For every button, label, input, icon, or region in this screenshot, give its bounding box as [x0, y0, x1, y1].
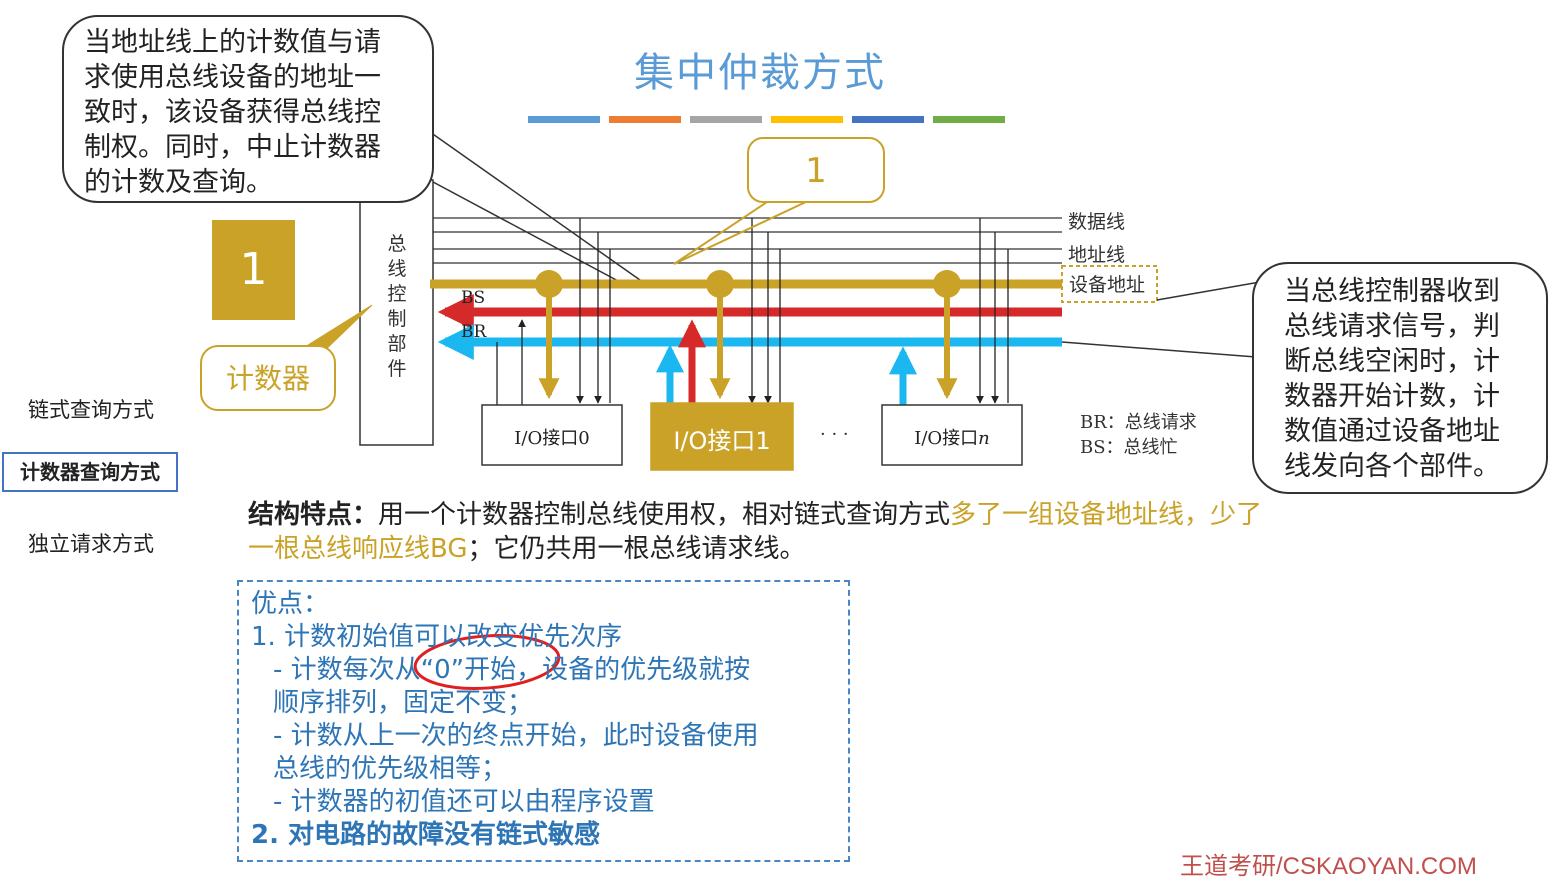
- controller-char-3: 控: [387, 283, 407, 305]
- right-callout-line-6: 线发向各个部件。: [1284, 451, 1500, 482]
- left-callout: 当地址线上的计数值与请 求使用总线设备的地址一 致时，该设备获得总线控 制权。同…: [62, 15, 434, 203]
- advantages-box: 优点： 1. 计数初始值可以改变优先次序 - 计数每次从“0”开始，设备的优先级…: [237, 580, 850, 862]
- device-address-box: [1061, 265, 1158, 303]
- advantages-heading: 优点：: [251, 589, 330, 619]
- device1-wires: [748, 218, 781, 404]
- page-title: 集中仲裁方式: [634, 50, 886, 96]
- controller-char-1: 总: [387, 233, 407, 255]
- title-stripe-5: [852, 116, 924, 123]
- bs-label: BS: [461, 288, 486, 308]
- controller-char-6: 件: [387, 358, 407, 380]
- left-callout-line-1: 当地址线上的计数值与请: [84, 27, 381, 58]
- deviceN-wires: [976, 218, 1009, 404]
- title-stripe-1: [528, 116, 600, 123]
- red-annotation-circle: [413, 634, 561, 690]
- right-callout: 当总线控制器收到 总线请求信号，判 断总线空闲时，计 数器开始计数，计 数值通过…: [1252, 262, 1548, 494]
- left-callout-line-5: 的计数及查询。: [84, 167, 273, 198]
- right-callout-line-5: 数值通过设备地址: [1284, 416, 1500, 447]
- right-callout-line-1: 当总线控制器收到: [1284, 276, 1500, 307]
- value-callout-pointer: [673, 199, 811, 265]
- data-line-label: 数据线: [1068, 211, 1126, 233]
- left-callout-pointer: [419, 124, 641, 283]
- counter-label: 计数器: [200, 345, 336, 411]
- legend-br: BR：总线请求: [1080, 412, 1197, 433]
- controller-char-4: 制: [387, 308, 407, 330]
- io-interface-n-prefix: I/O接口: [914, 428, 979, 449]
- left-callout-line-2: 求使用总线设备的地址一: [84, 62, 381, 93]
- left-callout-line-3: 致时，该设备获得总线控: [84, 97, 381, 128]
- structure-text-2: ；它仍共用一根总线请求线。: [467, 534, 806, 564]
- right-callout-line-3: 断总线空闲时，计: [1284, 346, 1500, 377]
- br-label: BR: [461, 322, 487, 342]
- controller-char-5: 部: [387, 333, 407, 355]
- controller-char-2: 线: [387, 258, 407, 280]
- structure-label: 结构特点：: [248, 500, 379, 530]
- io-interface-n-label: I/O接口n: [882, 424, 1022, 450]
- title-stripe-6: [933, 116, 1005, 123]
- nav-item-chain-query[interactable]: 链式查询方式: [28, 398, 154, 422]
- nav-item-independent-request[interactable]: 独立请求方式: [28, 532, 154, 556]
- title-stripe-2: [609, 116, 681, 123]
- advantage-sub-2b: 总线的优先级相等；: [273, 754, 508, 784]
- advantage-item-2: 2. 对电路的故障没有链式敏感: [251, 820, 601, 850]
- device0-wires: [496, 218, 611, 405]
- io-interface-n-suffix: n: [978, 428, 990, 449]
- advantage-item-1: 1. 计数初始值可以改变优先次序: [251, 622, 623, 652]
- io-interface-0-label: I/O接口0: [514, 428, 590, 449]
- left-callout-line-4: 制权。同时，中止计数器: [84, 132, 381, 163]
- io-interface-1-box: [650, 402, 794, 471]
- structure-paragraph: 结构特点：用一个计数器控制总线使用权，相对链式查询方式多了一组设备地址线，少了一…: [248, 498, 1288, 566]
- legend-bs: BS：总线忙: [1080, 437, 1178, 458]
- title-stripe-4: [771, 116, 843, 123]
- advantage-sub-1b: 顺序排列，固定不变；: [273, 688, 534, 718]
- right-callout-line-2: 总线请求信号，判: [1284, 311, 1500, 342]
- structure-text-1: 用一个计数器控制总线使用权，相对链式查询方式: [378, 500, 951, 530]
- io-interface-1-label: I/O接口1: [673, 427, 771, 455]
- advantage-sub-3: - 计数器的初值还可以由程序设置: [273, 787, 655, 817]
- watermark: 王道考研/CSKAOYAN.COM: [1180, 853, 1477, 880]
- io-interface-0-box: [481, 404, 623, 466]
- address-value-callout: 1: [747, 137, 885, 203]
- io-interface-n-box: [881, 404, 1023, 466]
- advantage-sub-1a: - 计数每次从“0”开始，设备的优先级就按: [273, 655, 751, 685]
- device-ellipsis: · · ·: [820, 424, 849, 445]
- legend: BR：总线请求 BS：总线忙: [1080, 410, 1197, 460]
- right-callout-line-4: 数器开始计数，计: [1284, 381, 1500, 412]
- bus-controller-label: 总 线 控 制 部 件: [384, 232, 410, 382]
- address-line-label: 地址线: [1068, 244, 1126, 266]
- title-stripe-3: [690, 116, 762, 123]
- counter-value-box: 1: [212, 220, 295, 320]
- right-callout-pointer: [1061, 281, 1261, 358]
- advantage-sub-2a: - 计数从上一次的终点开始，此时设备使用: [273, 721, 759, 751]
- data-lines: [433, 217, 1062, 264]
- structure-highlight: 多了一组设备地址线，少了一根总线响应线BG: [248, 500, 1263, 564]
- address-taps: [535, 270, 961, 400]
- nav-item-counter-query[interactable]: 计数器查询方式: [2, 452, 178, 492]
- device-address-label: 设备地址: [1069, 274, 1146, 296]
